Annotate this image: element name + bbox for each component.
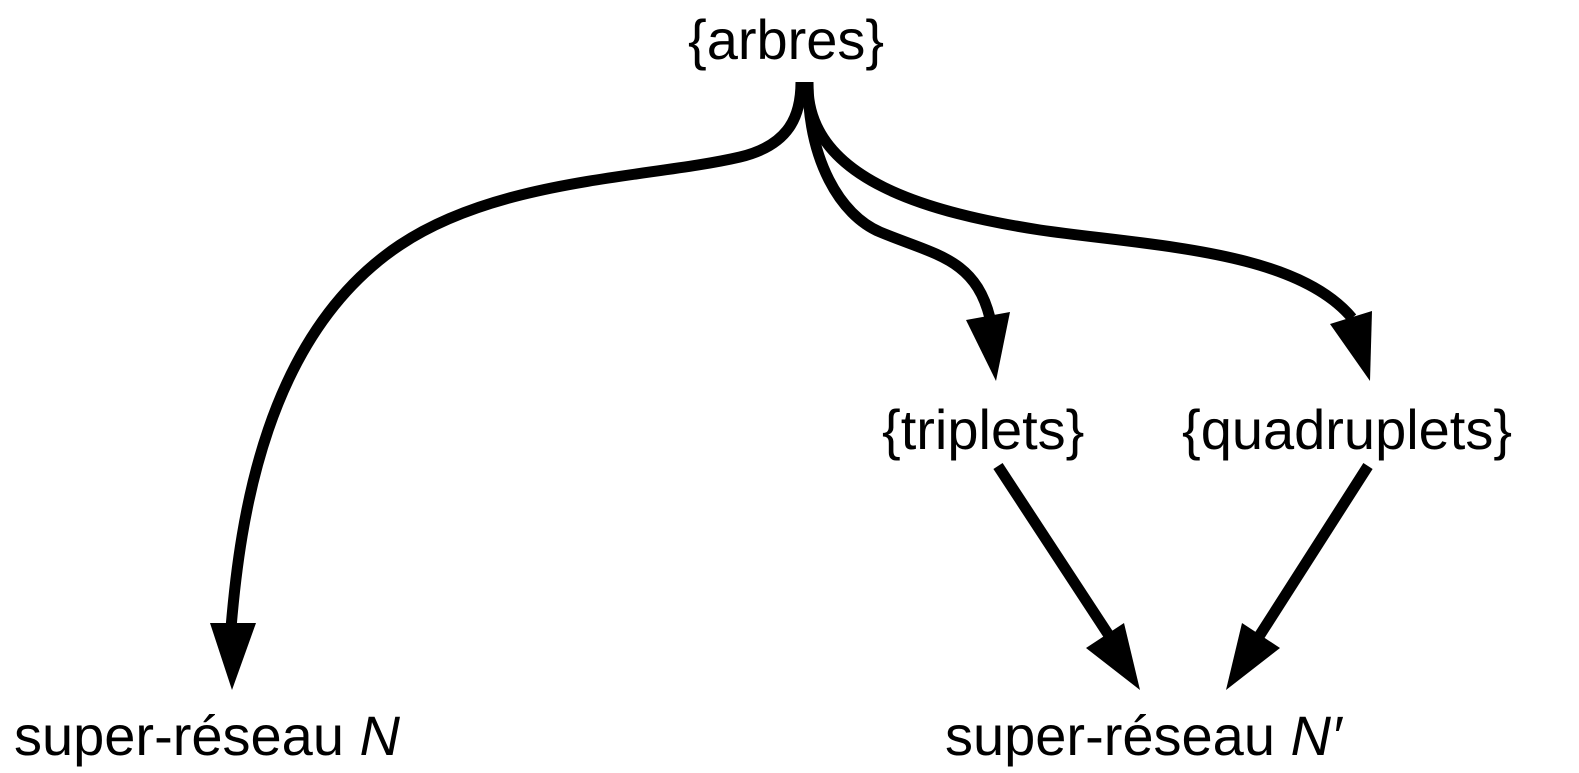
super-reseau-n-symbol: N: [359, 704, 400, 767]
node-super-reseau-n: super-réseau N: [14, 708, 400, 764]
edge-arbres-to-quadruplets: [802, 87, 1372, 381]
node-quadruplets: {quadruplets}: [1182, 398, 1513, 461]
arrowhead-nprime-from-triplets: [1086, 623, 1140, 690]
super-reseau-nprime-symbol: N′: [1290, 704, 1342, 767]
super-reseau-nprime-prefix: super-réseau: [945, 704, 1291, 767]
arrowhead-nprime-from-quadruplets: [1226, 623, 1280, 690]
node-arbres: {arbres}: [688, 8, 885, 71]
node-triplets: {triplets}: [882, 398, 1085, 461]
edge-arbres-to-triplets: [802, 81, 1010, 381]
arrowhead-super-reseau-n: [210, 623, 256, 690]
super-reseau-n-prefix: super-réseau: [14, 704, 360, 767]
arrowhead-triplets: [966, 312, 1010, 381]
node-super-reseau-nprime: super-réseau N′: [945, 708, 1341, 764]
edge-quadruplets-to-super-reseau-nprime: [1226, 463, 1373, 690]
edge-arbres-to-super-reseau-n: [210, 81, 807, 690]
edge-triplets-to-super-reseau-nprime: [993, 462, 1140, 690]
arrowhead-quadruplets: [1330, 311, 1372, 381]
